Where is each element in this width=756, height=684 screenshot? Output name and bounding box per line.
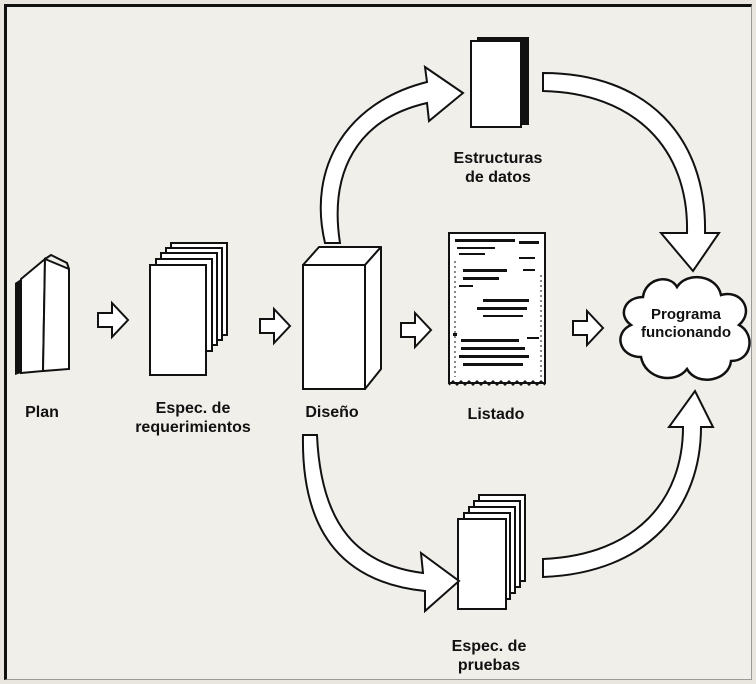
flow-diagram <box>15 37 751 614</box>
listing-printout-icon <box>448 232 546 387</box>
label-data-structures: Estructuras de datos <box>433 149 563 187</box>
label-requirements-line1: Espec. de <box>155 400 231 417</box>
arrow-design-to-listing <box>400 312 432 348</box>
label-test-spec: Espec. de pruebas <box>429 637 549 675</box>
test-spec-stack-icon <box>457 494 526 610</box>
label-test-spec-line1: Espec. de <box>451 638 527 655</box>
arrow-listing-to-program <box>572 310 604 346</box>
label-plan: Plan <box>7 403 77 422</box>
label-test-spec-line2: pruebas <box>457 657 521 674</box>
label-listing: Listado <box>451 405 541 424</box>
curve-test-spec-to-program <box>542 389 715 579</box>
label-listing-text: Listado <box>467 406 525 423</box>
diagram-frame: Plan Espec. de requerimientos Diseño Lis… <box>4 4 752 680</box>
arrow-requirements-to-design <box>259 308 291 344</box>
plan-document-icon <box>15 253 70 375</box>
label-design: Diseño <box>287 403 377 422</box>
label-plan-text: Plan <box>25 404 59 421</box>
curve-design-to-test-spec <box>301 434 461 614</box>
label-program: Programa funcionando <box>623 306 749 342</box>
data-structures-document-icon <box>470 37 529 128</box>
label-requirements-line2: requerimientos <box>135 419 251 436</box>
curve-data-structures-to-program <box>542 71 721 273</box>
label-program-line1: Programa <box>650 306 722 323</box>
label-design-text: Diseño <box>305 404 359 421</box>
requirements-stack-icon <box>149 242 228 376</box>
design-box-icon <box>302 246 382 390</box>
arrow-plan-to-requirements <box>97 302 129 338</box>
curve-design-to-data-structures <box>319 64 465 244</box>
program-cloud-shape <box>619 275 751 381</box>
label-data-structures-line1: Estructuras <box>453 150 543 167</box>
label-requirements-spec: Espec. de requerimientos <box>123 399 263 437</box>
label-data-structures-line2: de datos <box>465 169 531 186</box>
label-program-line2: funcionando <box>641 324 731 341</box>
